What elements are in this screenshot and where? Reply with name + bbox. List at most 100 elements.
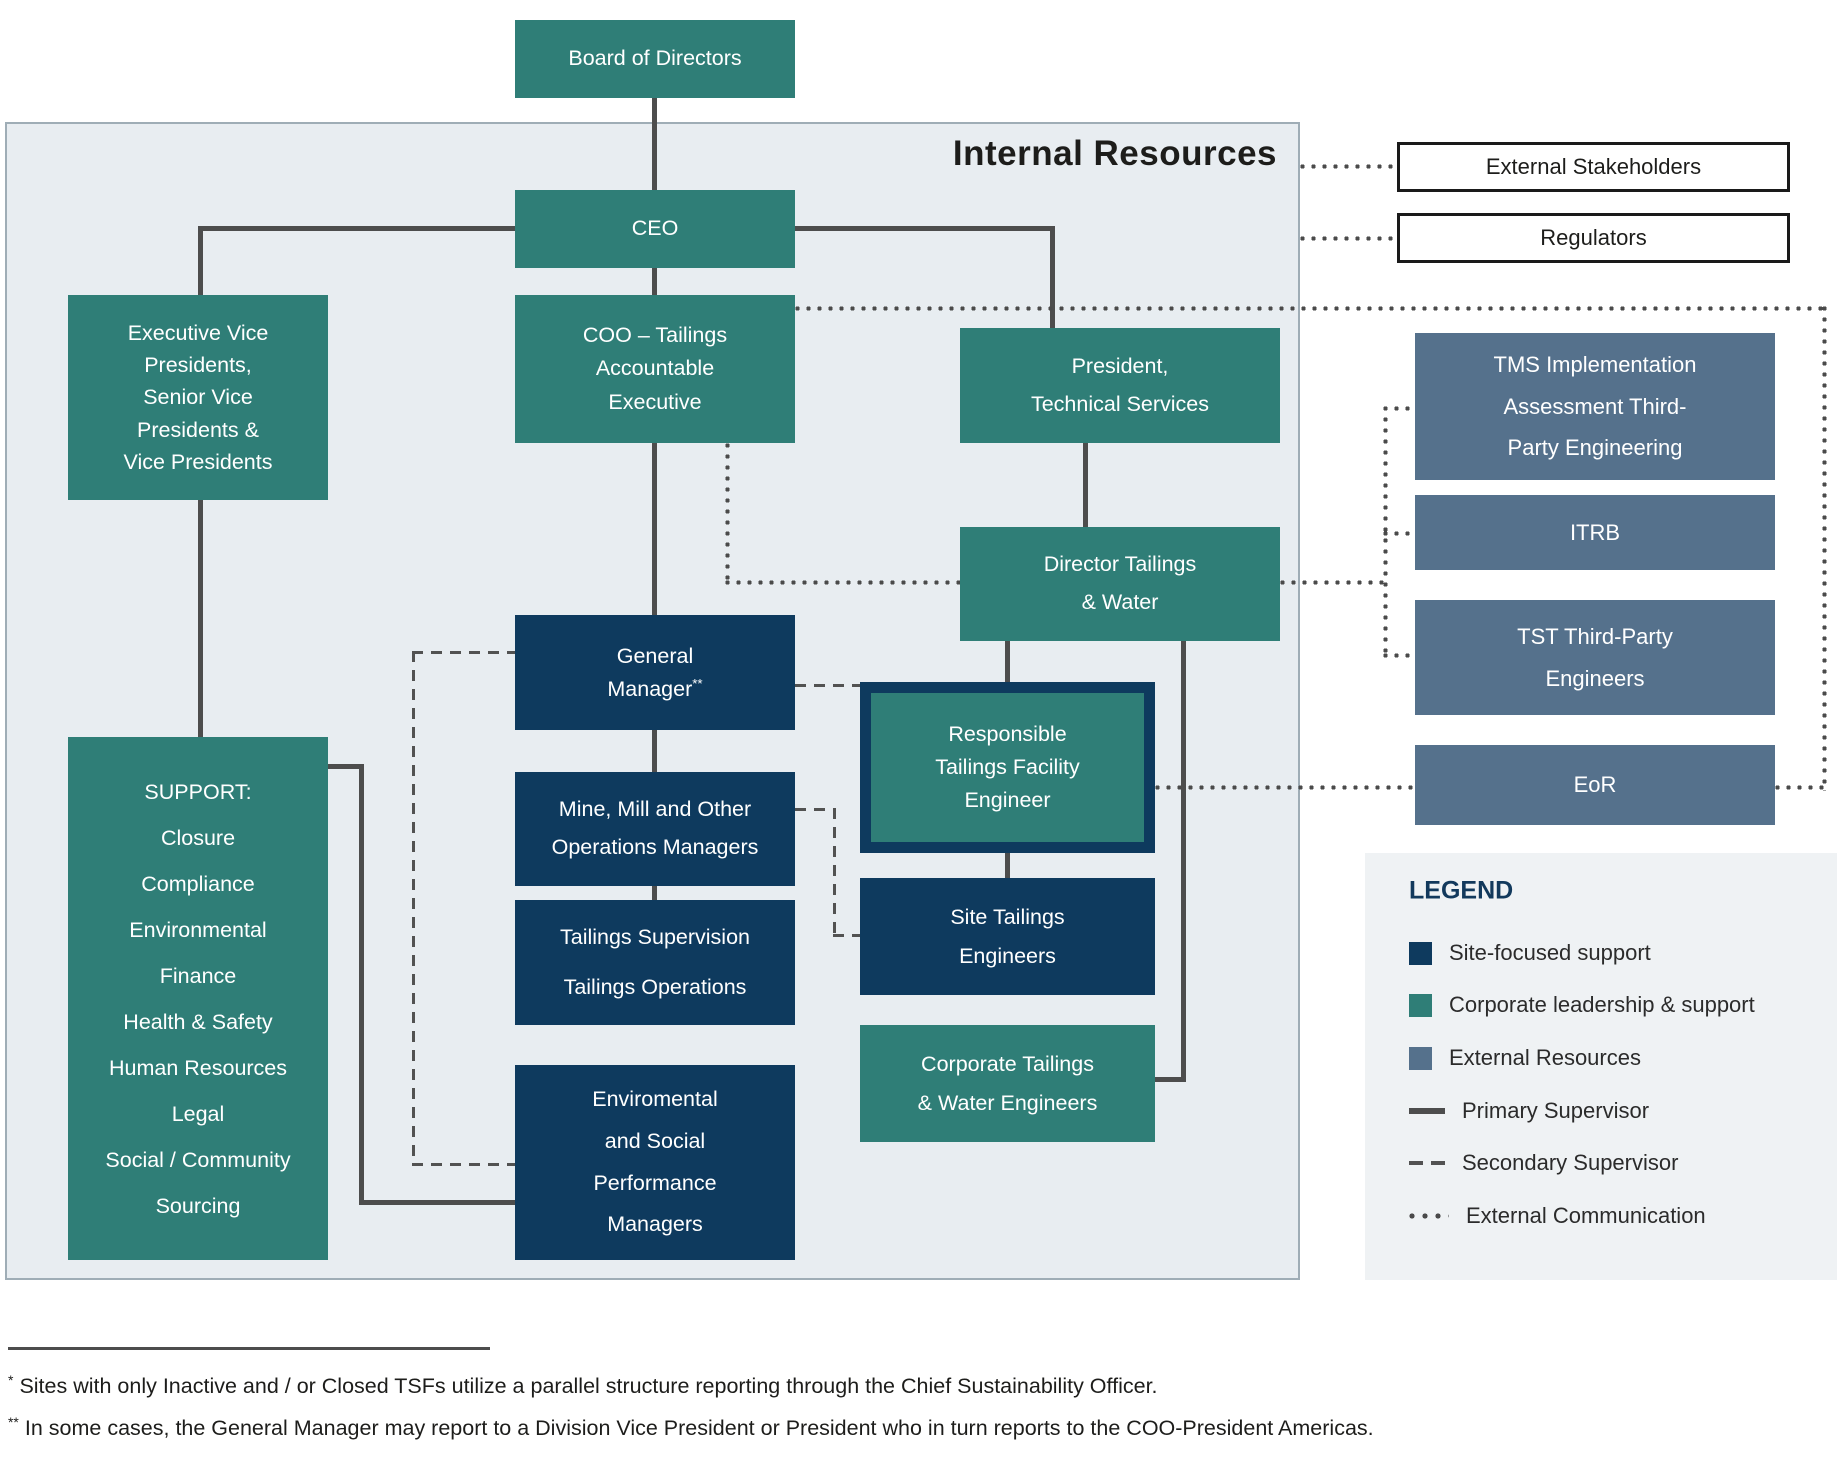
legend-item-site-focused: Site-focused support (1409, 940, 1651, 966)
legend-label: Corporate leadership & support (1449, 992, 1755, 1017)
node-label: Senior Vice (143, 385, 253, 410)
node-label: Engineers (1545, 665, 1645, 691)
legend-label: Primary Supervisor (1462, 1098, 1650, 1123)
footnote-double-asterisk: **In some cases, the General Manager may… (8, 1414, 1374, 1441)
dashed-line-icon (1409, 1161, 1445, 1165)
teal-swatch-icon (1409, 993, 1432, 1017)
legend-title: LEGEND (1409, 876, 1514, 905)
connector-board-ceo (652, 98, 657, 190)
connector-president-director (1083, 443, 1088, 527)
node-board-of-directors: Board of Directors (515, 20, 795, 98)
dotted-eor-right-stub (1775, 785, 1827, 790)
node-label: Assessment Third- (1503, 393, 1687, 419)
node-label: Operations Managers (551, 835, 759, 859)
node-coo-tailings-accountable-executive: COO – Tailings Accountable Executive (515, 295, 795, 443)
footnote-marker: ** (692, 675, 703, 691)
node-label: Site Tailings (950, 904, 1065, 929)
node-label: Board of Directors (568, 46, 742, 71)
legend-label: External Communication (1466, 1203, 1706, 1228)
support-item: Social / Community (105, 1147, 291, 1172)
legend-item-secondary-supervisor: Secondary Supervisor (1409, 1150, 1678, 1176)
support-item: Environmental (129, 917, 267, 942)
node-label: Mine, Mill and Other (558, 797, 752, 822)
legend-label: External Resources (1449, 1045, 1641, 1070)
dashed-minemill-site-h1 (795, 808, 836, 811)
node-label: Regulators (1540, 224, 1647, 250)
node-mine-mill-operations-managers: Mine, Mill and Other Operations Managers (515, 772, 795, 886)
dotted-line-icon (1409, 1213, 1449, 1219)
dotted-drop-director (725, 580, 962, 585)
support-item: Finance (159, 963, 237, 988)
node-support-functions: SUPPORT: Closure Compliance Environmenta… (68, 737, 328, 1260)
connector-rtfe-site (1005, 853, 1010, 878)
dotted-container-extstk (1300, 164, 1397, 169)
solid-line-icon (1409, 1108, 1445, 1114)
node-label: EoR (1573, 772, 1617, 798)
node-label: Executive (608, 389, 702, 414)
node-tms-implementation-assessment: TMS Implementation Assessment Third- Par… (1415, 333, 1775, 480)
node-corporate-tailings-water-engineers: Corporate Tailings & Water Engineers (860, 1025, 1155, 1142)
node-external-stakeholders: External Stakeholders (1397, 142, 1790, 192)
connector-ceo-president-h (795, 226, 1055, 231)
dotted-tms-stub (1383, 406, 1417, 411)
footnote-divider (8, 1347, 490, 1350)
node-label: Tailings Operations (563, 974, 747, 999)
node-label: Responsible (948, 721, 1067, 746)
support-item: Legal (171, 1101, 225, 1126)
legend-item-external-resources: External Resources (1409, 1045, 1641, 1071)
connector-support-envsocial-h1 (328, 764, 364, 769)
node-label: Executive Vice (127, 320, 269, 345)
node-label: Enviromental (592, 1086, 718, 1111)
footnote-marker: ** (8, 1414, 19, 1430)
dotted-container-regulators (1300, 236, 1397, 241)
dashed-gm-envsocial-h1 (412, 651, 515, 654)
node-label: Technical Services (1030, 391, 1210, 416)
connector-coo-gm (652, 443, 657, 615)
node-responsible-tailings-facility-engineer: Responsible Tailings Facility Engineer (860, 682, 1155, 853)
dashed-minemill-site-v (833, 808, 836, 937)
connector-ceo-coo (652, 268, 657, 295)
node-label: Corporate Tailings (921, 1051, 1094, 1076)
node-label: Party Engineering (1507, 435, 1683, 461)
dashed-minemill-site-h2 (833, 934, 860, 937)
dotted-right-vertical (1822, 306, 1827, 791)
connector-support-envsocial-h2 (359, 1200, 515, 1205)
legend-panel: LEGEND Site-focused support Corporate le… (1365, 853, 1837, 1280)
legend-item-corporate-leadership: Corporate leadership & support (1409, 992, 1755, 1018)
support-item: Sourcing (155, 1193, 241, 1218)
node-label: Presidents, (144, 353, 252, 378)
node-environmental-social-performance-managers: Enviromental and Social Performance Mana… (515, 1065, 795, 1260)
node-label: General (616, 644, 694, 669)
connector-support-envsocial-v (359, 764, 364, 1205)
footnote-single-asterisk: *Sites with only Inactive and / or Close… (8, 1372, 1158, 1399)
node-general-manager: General Manager** (515, 615, 795, 730)
node-itrb: ITRB (1415, 495, 1775, 570)
node-label: External Stakeholders (1485, 153, 1702, 179)
dotted-tst-stub (1383, 653, 1417, 658)
node-ceo: CEO (515, 190, 795, 268)
node-tailings-supervision-operations: Tailings Supervision Tailings Operations (515, 900, 795, 1025)
support-item: Closure (160, 825, 236, 850)
dotted-rtfe-eor (1155, 785, 1417, 790)
node-label: CEO (631, 216, 679, 241)
node-president-technical-services: President, Technical Services (960, 328, 1280, 443)
legend-label: Site-focused support (1449, 940, 1651, 965)
node-label: & Water Engineers (917, 1090, 1098, 1115)
node-label: Manager** (607, 675, 703, 701)
connector-director-corp-h (1155, 1077, 1186, 1082)
node-label: Director Tailings (1043, 552, 1197, 577)
dotted-itrb-stub (1383, 531, 1417, 536)
connector-director-corp-v (1181, 641, 1186, 1082)
node-label: and Social (604, 1128, 706, 1153)
connector-director-rtfe (1005, 641, 1010, 682)
node-executive-vice-presidents: Executive Vice Presidents, Senior Vice P… (68, 295, 328, 500)
node-label: TMS Implementation (1493, 351, 1697, 377)
node-label: Vice Presidents (123, 449, 273, 474)
node-label: Tailings Facility (935, 754, 1080, 779)
node-tst-third-party-engineers: TST Third-Party Engineers (1415, 600, 1775, 715)
dashed-gm-envsocial-h2 (412, 1163, 515, 1166)
node-label: President, (1071, 353, 1169, 378)
node-regulators: Regulators (1397, 213, 1790, 263)
internal-resources-title: Internal Resources (952, 134, 1277, 173)
